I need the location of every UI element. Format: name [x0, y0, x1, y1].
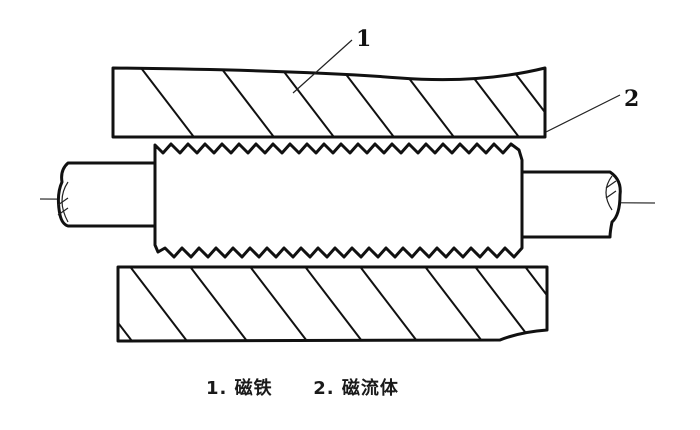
right-shaft: [520, 170, 622, 239]
caption-text-magnetic-fluid: 磁流体: [341, 378, 399, 399]
bottom-magnet-hatching: [118, 267, 547, 341]
leader-line-1: [292, 39, 353, 94]
caption-number-1: 1.: [206, 378, 228, 399]
left-shaft: [56, 161, 158, 228]
top-magnet: [111, 66, 547, 139]
figure-caption: 1. 磁铁 2. 磁流体: [206, 374, 399, 400]
toothed-shaft: [153, 142, 524, 259]
caption-text-magnet: 磁铁: [234, 378, 273, 399]
label-1: 1: [356, 26, 371, 52]
caption-number-2: 2.: [313, 378, 335, 399]
leader-line-2: [545, 94, 621, 133]
bottom-magnet: [116, 265, 549, 343]
label-2: 2: [624, 86, 639, 112]
